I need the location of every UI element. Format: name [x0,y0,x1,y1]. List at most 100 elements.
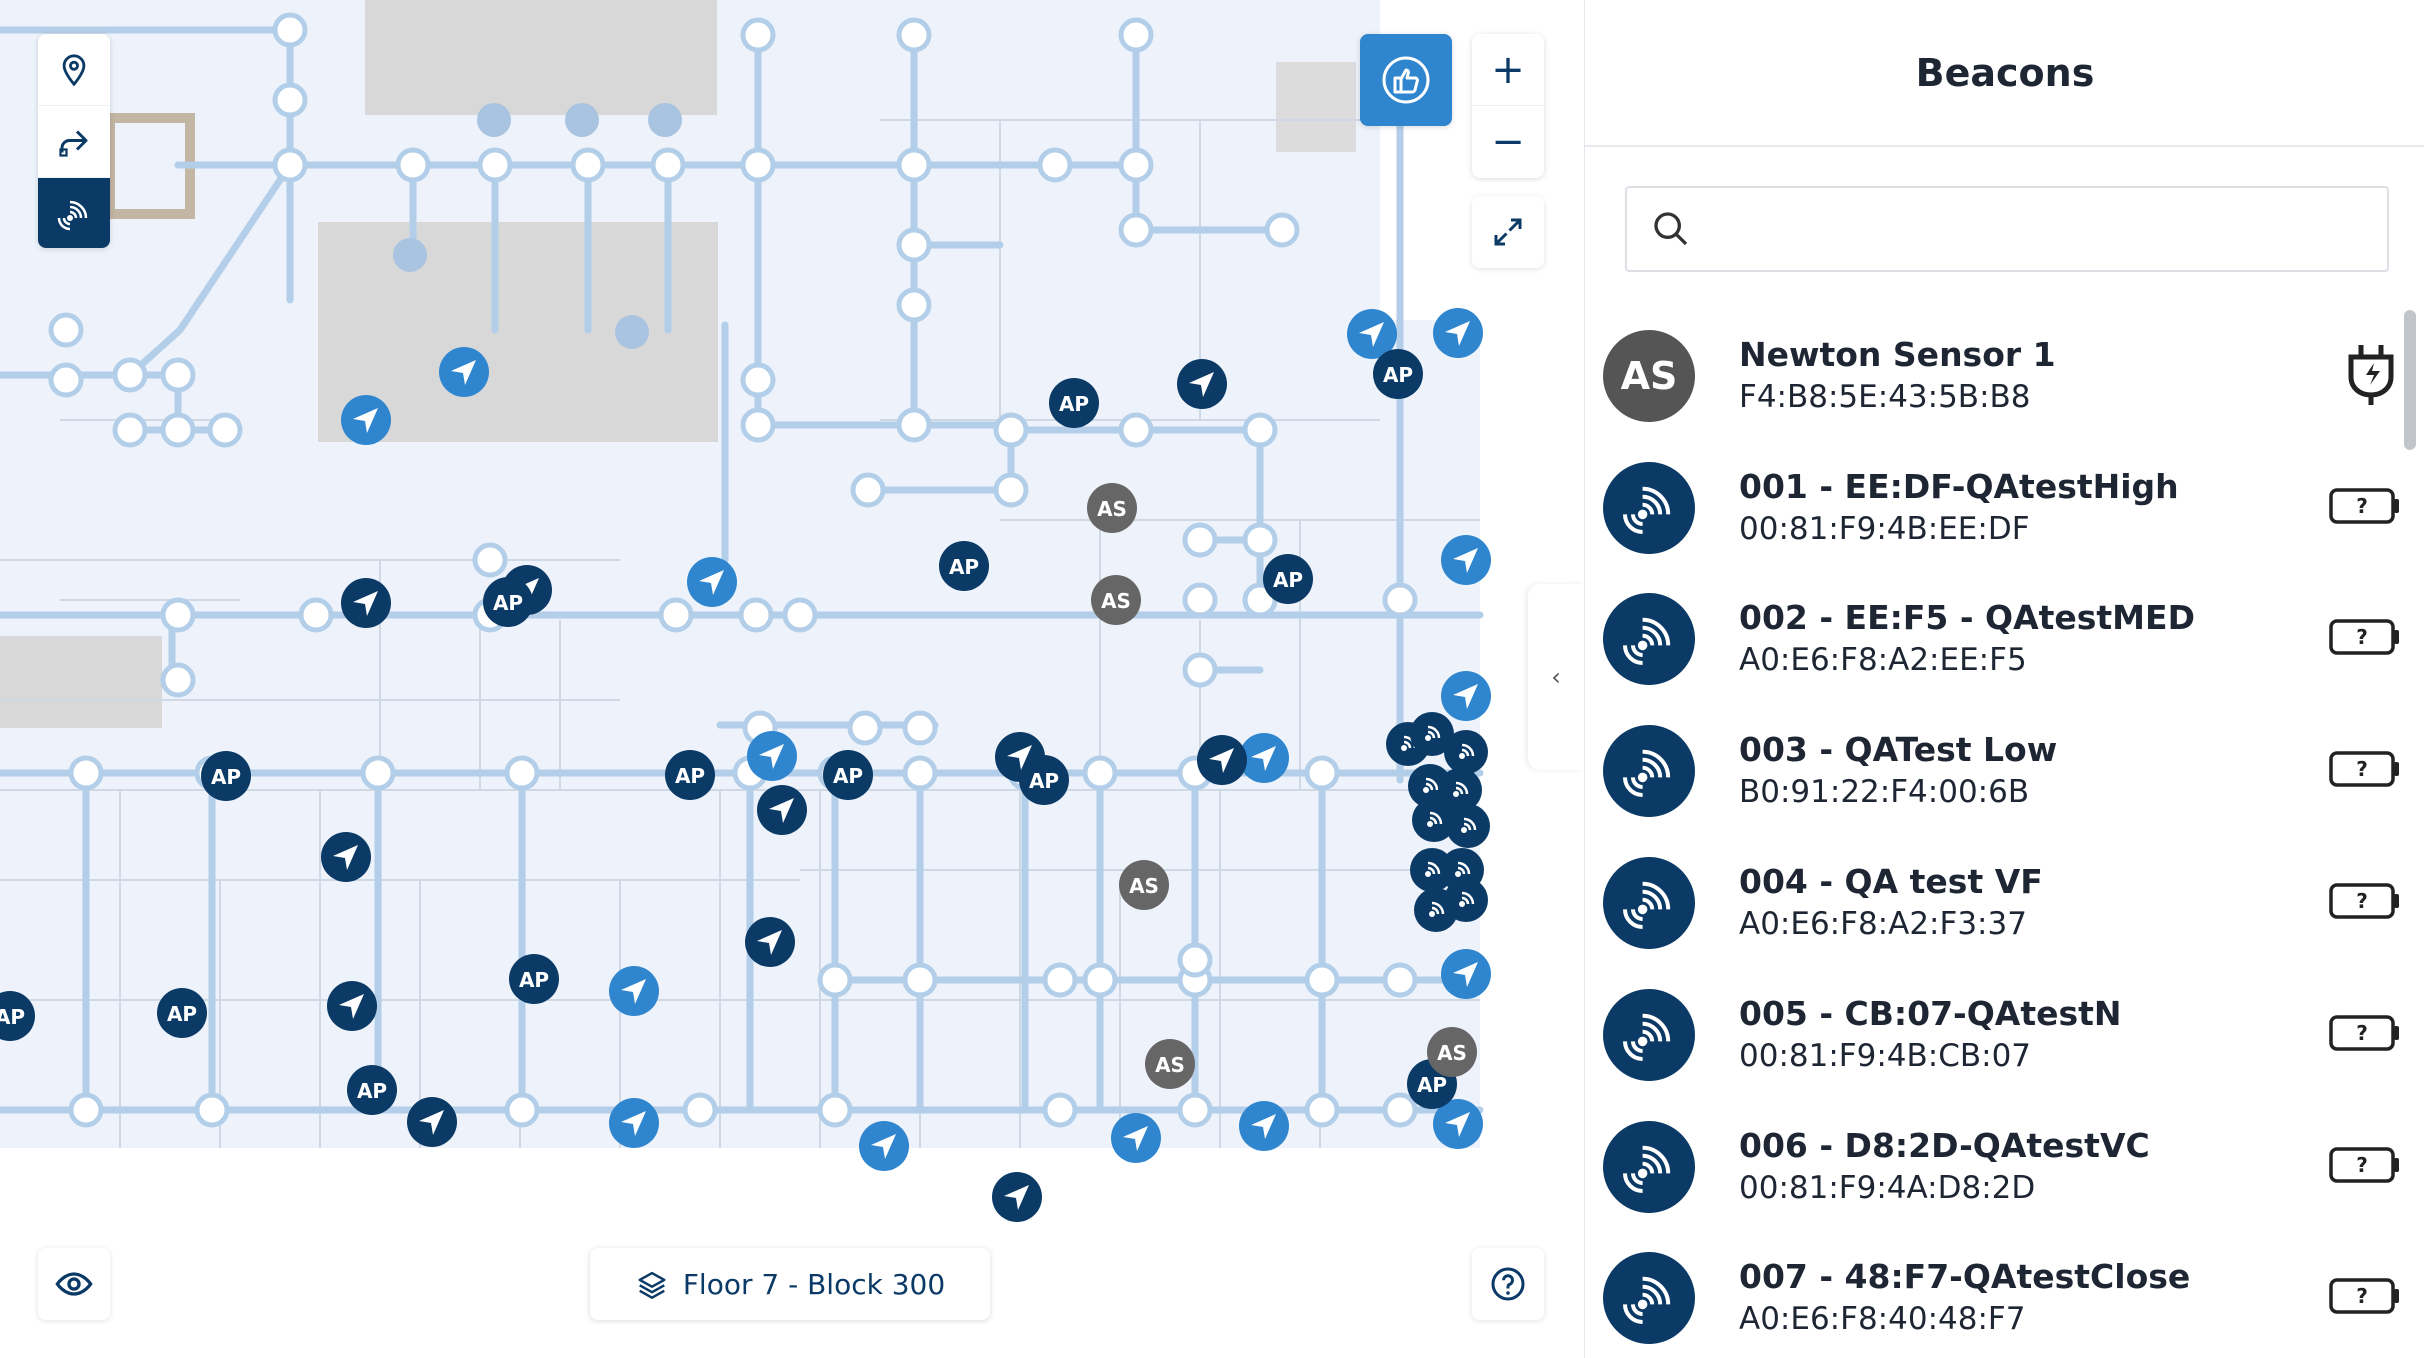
beacon-icon [1603,725,1695,818]
beacon-name: 006 - D8:2D-QAtestVC [1739,1125,2150,1165]
floor-selector-button[interactable]: Floor 7 - Block 300 [590,1248,990,1320]
beacon-icon [57,200,88,230]
navigation-arrow-icon[interactable] [1347,309,1397,359]
fullscreen-button[interactable] [1472,196,1544,268]
sensor-marker[interactable]: AS [1091,575,1141,625]
share-route-button[interactable] [38,106,110,178]
beacon-mac: A0:E6:F8:A2:F3:37 [1739,906,2027,943]
beacon-marker[interactable] [1438,768,1482,812]
beacon-icon [1603,593,1695,686]
svg-text:?: ? [2356,889,2368,913]
panel-title: Beacons [1585,0,2424,147]
beacon-name: 001 - EE:DF-QAtestHigh [1739,466,2179,506]
svg-text:AP: AP [0,1005,25,1029]
access-point-marker[interactable]: AP [1019,755,1069,805]
navigation-arrow-icon[interactable] [1177,359,1227,409]
access-point-marker[interactable]: AP [201,751,251,801]
access-point-marker[interactable]: AP [509,954,559,1004]
room-block [0,636,162,728]
navigation-arrow-icon[interactable] [992,1172,1042,1222]
access-point-marker[interactable]: AP [1263,554,1313,604]
navigation-arrow-icon[interactable] [747,731,797,781]
svg-text:AP: AP [1059,392,1089,416]
help-button[interactable] [1472,1248,1544,1320]
access-point-marker[interactable]: AP [665,750,715,800]
beacon-name: Newton Sensor 1 [1739,334,2056,374]
sensor-marker[interactable]: AS [1145,1039,1195,1089]
beacon-mac: 00:81:F9:4B:CB:07 [1739,1037,2032,1074]
access-point-marker[interactable]: AP [1407,1059,1457,1109]
navigation-arrow-icon[interactable] [439,347,489,397]
beacon-marker[interactable] [1444,730,1488,774]
navigation-arrow-icon[interactable] [341,578,391,628]
navigation-arrow-icon[interactable] [1239,1101,1289,1151]
access-point-marker[interactable]: AP [483,577,533,627]
sensor-marker[interactable]: AS [1119,860,1169,910]
navigation-arrow-icon[interactable] [609,966,659,1016]
access-point-marker[interactable]: AP [823,750,873,800]
navigation-arrow-icon[interactable] [407,1097,457,1147]
access-point-marker[interactable]: AP [347,1065,397,1115]
beacon-marker[interactable] [1446,804,1490,848]
svg-text:AS: AS [1437,1041,1467,1065]
search-input[interactable] [1709,193,2387,265]
beacon-name: 007 - 48:F7-QAtestClose [1739,1257,2191,1297]
svg-text:AP: AP [1383,363,1413,387]
search-box[interactable] [1625,186,2389,272]
beacon-mac: A0:E6:F8:A2:EE:F5 [1739,642,2027,679]
scrollbar-thumb[interactable] [2404,310,2416,450]
svg-text:AP: AP [1029,769,1059,793]
collapse-panel-button[interactable]: ‹ [1528,584,1584,770]
beacon-layer-button[interactable] [38,178,110,248]
access-point-marker[interactable]: AP [157,988,207,1038]
location-pin-button[interactable] [38,34,110,106]
navigation-arrow-icon[interactable] [1433,308,1483,358]
navigation-arrow-icon[interactable] [1441,671,1491,721]
zoom-out-button[interactable]: − [1491,118,1525,165]
navigation-arrow-icon[interactable] [1441,949,1491,999]
access-point-marker[interactable]: AP [1373,349,1423,399]
sensor-marker[interactable]: AS [1427,1027,1477,1077]
navigation-arrow-icon[interactable] [687,557,737,607]
beacon-marker[interactable] [1412,798,1456,842]
navigation-arrow-icon[interactable] [1239,733,1289,783]
access-point-marker[interactable]: AP [0,991,35,1041]
beacon-mac: F4:B8:5E:43:5B:B8 [1739,378,2031,415]
access-point-marker[interactable]: AP [1049,378,1099,428]
navigation-arrow-icon[interactable] [341,395,391,445]
scrollbar[interactable] [2401,310,2419,1358]
navigation-arrow-icon[interactable] [1433,1099,1483,1149]
navigation-arrow-icon[interactable] [327,981,377,1031]
navigation-arrow-icon[interactable] [745,917,795,967]
beacon-marker[interactable] [1410,712,1454,756]
navigation-arrow-icon[interactable] [859,1121,909,1171]
svg-text:AP: AP [519,968,549,992]
beacon-marker[interactable] [1444,878,1488,922]
visibility-button[interactable] [38,1248,110,1320]
svg-text:?: ? [2356,494,2368,518]
navigation-arrow-icon[interactable] [1441,535,1491,585]
zoom-in-button[interactable]: + [1472,34,1544,106]
feedback-button[interactable] [1360,34,1452,126]
navigation-arrow-icon[interactable] [609,1098,659,1148]
access-point-marker[interactable]: AP [939,541,989,591]
svg-text:AS: AS [1155,1053,1185,1077]
navigation-arrow-icon[interactable] [321,832,371,882]
navigation-arrow-icon[interactable] [757,785,807,835]
svg-text:?: ? [2356,757,2368,781]
beacon-mac: A0:E6:F8:40:48:F7 [1739,1301,2026,1338]
sensor-marker[interactable]: AS [1087,483,1137,533]
navigation-arrow-icon[interactable] [1197,735,1247,785]
navigation-arrow-icon[interactable] [1111,1113,1161,1163]
